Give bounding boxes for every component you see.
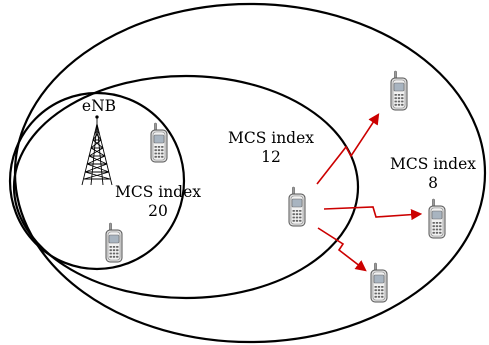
enb-label: eNB — [82, 97, 116, 115]
zone-label-line1: MCS index — [390, 155, 476, 173]
zone-label-line1: MCS index — [228, 129, 314, 147]
link-arrow — [323, 206, 423, 221]
zone-label-line1: MCS index — [115, 183, 201, 201]
mobile-phone-icon — [370, 262, 388, 303]
mobile-phone-icon — [288, 186, 306, 227]
zone-mcs-20-boundary — [8, 91, 186, 271]
link-arrow — [316, 113, 380, 185]
zone-mcs-12-boundary — [12, 74, 360, 300]
mobile-phone-icon — [390, 70, 408, 111]
zone-label-line2: 8 — [428, 174, 438, 192]
zone-mcs-8-boundary — [13, 2, 487, 344]
mobile-phone-icon — [105, 222, 123, 263]
zone-label-line2: 12 — [261, 148, 281, 166]
zone-label-line2: 20 — [148, 202, 168, 220]
cell-tower-icon — [81, 115, 113, 186]
link-arrow — [317, 227, 367, 272]
mobile-phone-icon — [428, 198, 446, 239]
mobile-phone-icon — [150, 122, 168, 163]
